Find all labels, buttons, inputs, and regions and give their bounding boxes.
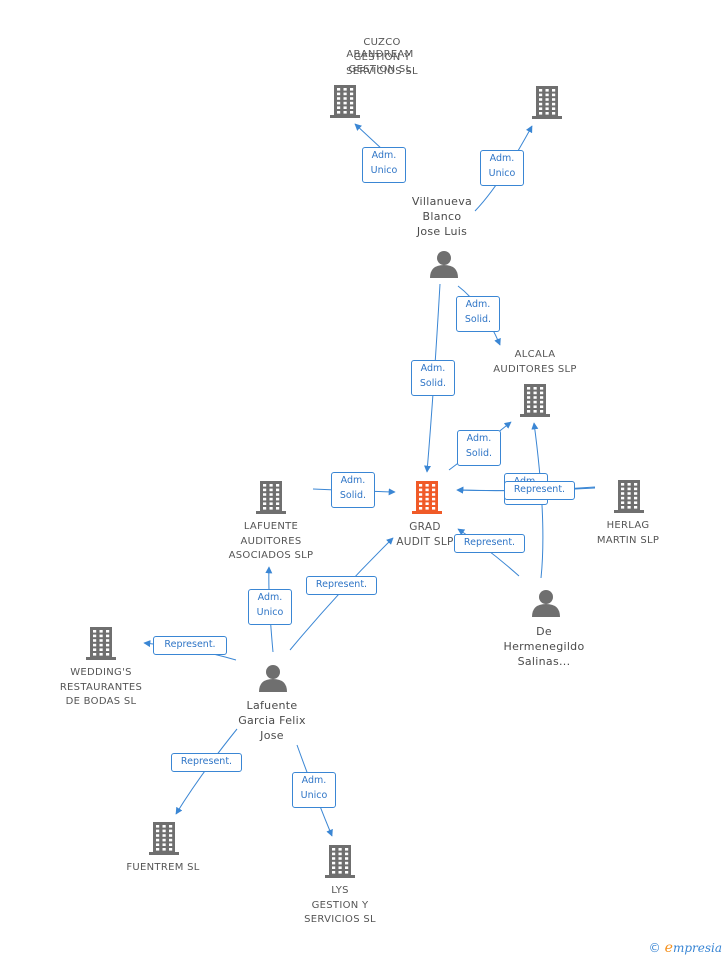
edge-label-lafuente_felix-lys[interactable]: Adm. Unico — [292, 772, 336, 808]
edge-label-lafuente_felix-fuentrem[interactable]: Represent. — [171, 753, 242, 772]
edge-villanueva-to-abandream — [354, 123, 384, 151]
nodes-layer — [86, 85, 644, 878]
building-icon-abandream[interactable] — [330, 85, 360, 118]
building-icon-herlag[interactable] — [614, 480, 644, 513]
node-label-abandream[interactable]: ABANDREAM GESTION SL — [346, 49, 414, 75]
node-label-weddings[interactable]: WEDDING'S RESTAURANTES DE BODAS SL — [59, 667, 143, 707]
node-label-hermenegildo[interactable]: De Hermenegildo Salinas... — [503, 625, 585, 668]
person-icon-lafuente_felix[interactable] — [259, 665, 287, 692]
edge-label-villanueva-grad[interactable]: Adm. Solid. — [411, 360, 455, 396]
person-icon-hermenegildo[interactable] — [532, 590, 560, 617]
building-icon-grad[interactable] — [412, 481, 442, 514]
edge-label-hermenegildo-grad[interactable]: Represent. — [454, 534, 525, 553]
building-icon-alcala[interactable] — [520, 384, 550, 417]
building-icon-lafuente_aud[interactable] — [256, 481, 286, 514]
edge-label-villanueva-cuzco[interactable]: Adm. Unico — [480, 150, 524, 186]
edge-label-lafuente_felix-grad[interactable]: Represent. — [306, 576, 377, 595]
edge-label-herlag-grad[interactable]: Represent. — [504, 481, 575, 500]
node-label-herlag[interactable]: HERLAG MARTIN SLP — [596, 520, 660, 546]
person-icon-villanueva[interactable] — [430, 251, 458, 278]
node-label-lafuente_aud[interactable]: LAFUENTE AUDITORES ASOCIADOS SLP — [228, 521, 314, 561]
building-icon-cuzco[interactable] — [532, 86, 562, 119]
brand-initial: e — [664, 940, 673, 956]
edge-label-lafuente_aud-grad[interactable]: Adm. Solid. — [331, 472, 375, 508]
edge-label-lafuente_felix-lafuente_aud[interactable]: Adm. Unico — [248, 589, 292, 625]
edge-label-villanueva-abandream[interactable]: Adm. Unico — [362, 147, 406, 183]
edge-label-grad-alcala[interactable]: Adm. Solid. — [457, 430, 501, 466]
brand-name: mpresia — [672, 941, 722, 955]
node-label-lafuente_felix[interactable]: Lafuente Garcia Felix Jose — [238, 699, 306, 742]
node-label-grad[interactable]: GRAD AUDIT SLP — [396, 521, 454, 548]
node-label-fuentrem[interactable]: FUENTREM SL — [126, 862, 200, 873]
edge-hermenegildo-to-alcala — [531, 422, 544, 579]
building-icon-lys[interactable] — [325, 845, 355, 878]
edge-lafuente_felix-to-fuentrem — [175, 728, 238, 815]
building-icon-weddings[interactable] — [86, 627, 116, 660]
copyright-symbol: © — [648, 941, 661, 955]
node-label-cuzco[interactable]: CUZCO GESTION Y SERVICIOS SL — [346, 37, 418, 77]
edge-label-lafuente_felix-weddings[interactable]: Represent. — [153, 636, 227, 655]
brand-footer: ©empresia — [649, 940, 722, 956]
node-label-villanueva[interactable]: Villanueva Blanco Jose Luis — [411, 195, 473, 238]
edge-label-villanueva-alcala[interactable]: Adm. Solid. — [456, 296, 500, 332]
building-icon-fuentrem[interactable] — [149, 822, 179, 855]
node-label-lys[interactable]: LYS GESTION Y SERVICIOS SL — [304, 885, 376, 925]
node-label-alcala[interactable]: ALCALA AUDITORES SLP — [493, 349, 577, 375]
